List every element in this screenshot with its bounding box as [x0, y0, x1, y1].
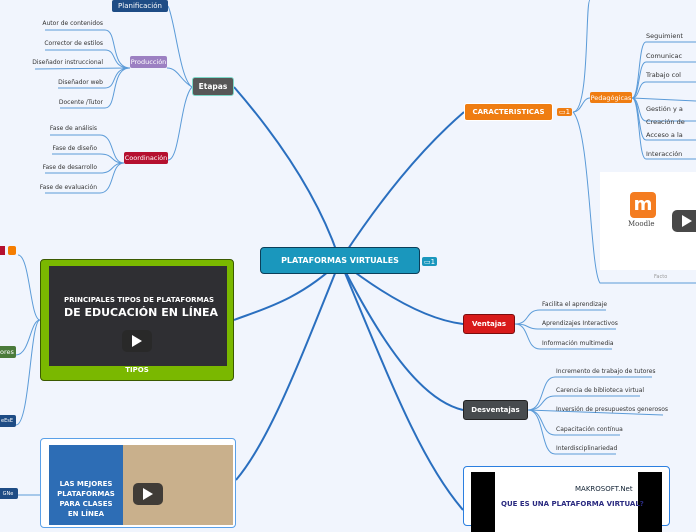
leaf[interactable]: Interdisciplinariedad: [556, 445, 618, 452]
left-stub-red[interactable]: [0, 246, 5, 255]
node-planificacion[interactable]: Planificación: [112, 0, 168, 12]
tipos-video[interactable]: PRINCIPALES TIPOS DE PLATAFORMAS DE EDUC…: [49, 266, 227, 366]
play-icon[interactable]: [122, 330, 152, 352]
node-pedagogicas[interactable]: Pedagógicas: [590, 92, 632, 103]
comment-badge[interactable]: ▭1: [422, 257, 438, 266]
node-coordinacion[interactable]: Coordinación: [124, 152, 168, 164]
video-caption: Facto: [654, 274, 668, 280]
node-desventajas[interactable]: Desventajas: [463, 400, 528, 420]
leaf[interactable]: Inversión de presupuestos generosos: [556, 406, 669, 413]
leaf[interactable]: Fase de diseño: [52, 145, 97, 152]
leaf[interactable]: Trabajo col: [646, 71, 681, 79]
leaf[interactable]: Fase de evaluación: [39, 184, 97, 191]
leaf[interactable]: Docente /Tutor: [58, 99, 103, 106]
video-title: PRINCIPALES TIPOS DE PLATAFORMAS: [64, 296, 214, 304]
comment-badge[interactable]: ▭1: [557, 108, 573, 116]
leaf[interactable]: Creación de: [646, 118, 685, 126]
video-title: QUE ES UNA PLATAFORMA VIRTUAL?: [501, 500, 644, 508]
video-title: LAS MEJORES PLATAFORMAS PARA CLASES EN L…: [49, 445, 123, 525]
left-stub-navy[interactable]: GNe: [0, 488, 18, 499]
moodle-video[interactable]: m Moodle: [600, 172, 696, 270]
leaf[interactable]: Autor de contenidos: [42, 20, 103, 27]
leaf[interactable]: Aprendizajes Interactivos: [542, 320, 618, 327]
leaf[interactable]: Incremento de trabajo de tutores: [556, 368, 656, 375]
leaf[interactable]: Fase de desarrollo: [42, 164, 97, 171]
leaf[interactable]: Seguimient: [646, 32, 683, 40]
leaf[interactable]: Carencia de biblioteca virtual: [556, 387, 645, 394]
node-caracteristicas[interactable]: CARACTERISTICAS: [464, 103, 553, 121]
leaf[interactable]: Gestión y a: [646, 105, 683, 113]
leaf[interactable]: Capacitación contínua: [556, 426, 623, 433]
comment-icon: ▭: [559, 108, 566, 116]
moodle-logo-icon: m: [630, 192, 656, 218]
makrosoft-video-node[interactable]: MAKROSOFT.Net QUE ES UNA PLATAFORMA VIRT…: [463, 466, 670, 532]
leaf[interactable]: Comunicac: [646, 52, 683, 60]
central-topic[interactable]: PLATAFORMAS VIRTUALES: [260, 247, 420, 274]
tipos-node[interactable]: PRINCIPALES TIPOS DE PLATAFORMAS DE EDUC…: [40, 259, 234, 381]
leaf[interactable]: Fase de análisis: [49, 125, 97, 132]
left-stub-navy[interactable]: eEsE: [0, 415, 16, 427]
leaf[interactable]: Corrector de estilos: [44, 40, 103, 47]
leaf[interactable]: Diseñador instruccional: [32, 59, 103, 66]
node-ventajas[interactable]: Ventajas: [463, 314, 515, 334]
leaf[interactable]: Facilita el aprendizaje: [542, 301, 608, 308]
play-icon[interactable]: [133, 483, 163, 505]
play-icon[interactable]: [672, 210, 696, 232]
leaf[interactable]: Interacción: [646, 150, 683, 158]
node-produccion[interactable]: Producción: [130, 56, 167, 68]
leaf[interactable]: Información multimedia: [542, 340, 614, 347]
blogger-icon: [8, 246, 16, 255]
leaf[interactable]: Diseñador web: [58, 79, 103, 86]
tipos-label: TIPOS: [125, 366, 149, 374]
video-title: DE EDUCACIÓN EN LÍNEA: [64, 306, 219, 319]
mejores-video-node[interactable]: LAS MEJORES PLATAFORMAS PARA CLASES EN L…: [40, 438, 236, 528]
moodle-label: Moodle: [628, 220, 655, 228]
leaf[interactable]: Acceso a la: [646, 131, 683, 139]
node-etapas[interactable]: Etapas: [192, 77, 234, 96]
makrosoft-logo: MAKROSOFT.Net: [575, 485, 633, 493]
comment-icon: ▭: [424, 257, 431, 266]
left-stub-green[interactable]: ores: [0, 346, 16, 358]
